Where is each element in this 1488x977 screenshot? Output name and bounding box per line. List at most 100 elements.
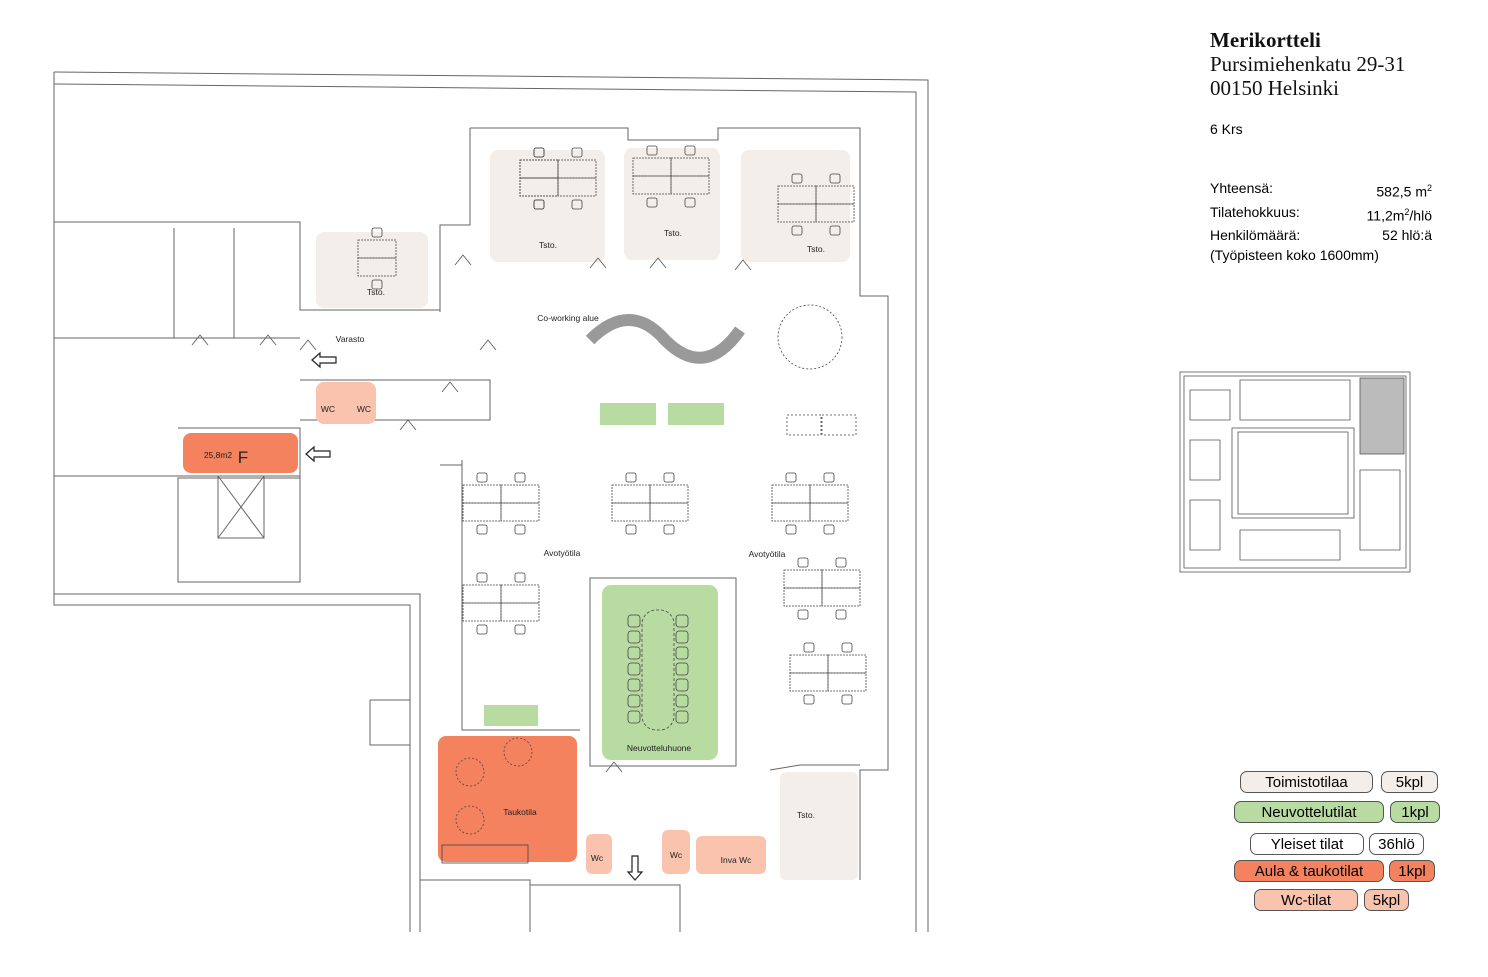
chair: [627, 678, 641, 692]
chair: [476, 624, 488, 635]
chair: [675, 630, 689, 644]
desk: [771, 502, 811, 522]
office-room: [741, 150, 850, 262]
room-label: WC: [357, 404, 371, 414]
door-swing: [649, 257, 667, 269]
door-swing: [441, 381, 459, 393]
desk: [462, 484, 502, 504]
chair: [684, 197, 696, 208]
building-street: Pursimiehenkatu 29-31: [1210, 52, 1406, 76]
desk: [500, 602, 540, 622]
legend-count-lobby: 1kpl: [1389, 860, 1435, 882]
desk: [783, 569, 823, 589]
total-label: Yhteensä:: [1210, 180, 1274, 196]
room-label: Wc: [670, 850, 683, 860]
chair: [785, 524, 797, 535]
chair: [663, 524, 675, 535]
desk: [827, 672, 867, 692]
chair: [803, 642, 815, 653]
chair: [514, 572, 526, 583]
door-swing: [191, 334, 209, 346]
room-label: Varasto: [336, 334, 365, 344]
break-room: [438, 736, 577, 862]
legend-label-office: Toimistotilaa: [1240, 771, 1373, 793]
legend-count-meeting: 1kpl: [1390, 801, 1440, 823]
chair: [627, 630, 641, 644]
wc-room: [662, 830, 690, 874]
room-label: Inva Wc: [721, 855, 752, 865]
chair: [514, 524, 526, 535]
chair: [841, 694, 853, 705]
persons-label: Henkilömäärä:: [1210, 227, 1301, 244]
arrow-down-icon: [626, 855, 644, 881]
chair: [533, 147, 545, 158]
workstation-note: (Työpisteen koko 1600mm): [1210, 247, 1379, 264]
chair: [675, 662, 689, 676]
chair: [675, 710, 689, 724]
lounge-seats: [821, 414, 857, 436]
chair: [829, 173, 841, 184]
legend-count-common: 36hlö: [1369, 833, 1424, 855]
office-room: [316, 232, 428, 308]
desk: [670, 175, 710, 195]
desk: [649, 484, 689, 504]
chair: [571, 147, 583, 158]
desk: [827, 654, 867, 674]
desk: [611, 484, 651, 504]
room-label: Tsto.: [664, 228, 682, 238]
desk: [557, 177, 597, 197]
chair: [627, 662, 641, 676]
door-swing: [734, 259, 752, 271]
chair: [663, 472, 675, 483]
total-value: 582,5 m2: [1376, 183, 1432, 200]
round-table: [777, 304, 843, 370]
room-label: Avotyötila: [544, 548, 581, 558]
building-city: 00150 Helsinki: [1210, 76, 1339, 100]
floor-label: 6 Krs: [1210, 121, 1243, 137]
room-label: Taukotila: [503, 807, 537, 817]
desk: [789, 654, 829, 674]
chair: [675, 678, 689, 692]
chair: [797, 609, 809, 620]
desk: [809, 502, 849, 522]
door-swing: [259, 334, 277, 346]
desk: [500, 484, 540, 504]
chair: [835, 557, 847, 568]
chair: [675, 694, 689, 708]
kitchenette: [441, 844, 529, 864]
coworking-bench: [585, 314, 745, 364]
office-room: [780, 772, 858, 880]
chair: [646, 197, 658, 208]
desk: [500, 502, 540, 522]
office-room: [624, 148, 720, 260]
cafe-table: [455, 757, 485, 787]
room-label: Tsto.: [797, 810, 815, 820]
chair: [627, 614, 641, 628]
chair: [514, 472, 526, 483]
chair: [625, 472, 637, 483]
chair: [829, 225, 841, 236]
lounge-seats: [786, 414, 822, 436]
meeting-room: [602, 585, 718, 760]
room-label: Wc: [591, 853, 604, 863]
building-name: Merikortteli: [1210, 28, 1321, 52]
room-label: Co-working alue: [537, 313, 599, 323]
room-label: Avotyötila: [749, 549, 786, 559]
building-info: Merikortteli Pursimiehenkatu 29-31 00150…: [1210, 28, 1405, 100]
doors: [191, 254, 752, 773]
desk: [771, 484, 811, 504]
chair: [803, 694, 815, 705]
arrow-left-icon: [311, 351, 337, 369]
chair: [835, 609, 847, 620]
room-label: F: [238, 448, 248, 467]
chair: [571, 199, 583, 210]
legend-label-common: Yleiset tilat: [1250, 833, 1364, 855]
legend-label-wc: Wc-tilat: [1254, 889, 1358, 911]
door-swing: [589, 257, 607, 269]
desk: [821, 587, 861, 607]
door-swing: [454, 254, 472, 266]
chair: [371, 279, 383, 290]
cafe-table: [455, 805, 485, 835]
desk: [821, 569, 861, 589]
chair: [797, 557, 809, 568]
